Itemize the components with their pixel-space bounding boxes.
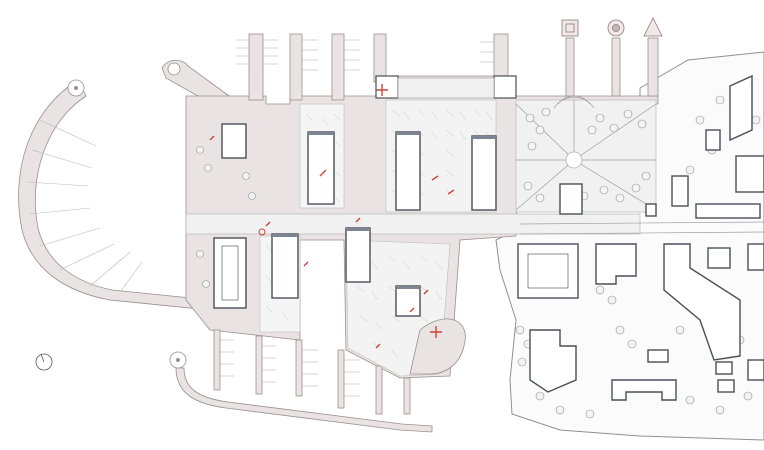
northern-finger-piers [248, 33, 659, 101]
curved-breakwater-berths [27, 119, 143, 293]
triangle-symbol [643, 17, 663, 37]
legend-symbols [561, 17, 663, 37]
city-street-line-2 [519, 231, 764, 235]
southern-finger-piers [213, 329, 411, 415]
east-west-promenade [185, 213, 641, 235]
quay-buildings [213, 123, 583, 317]
square-symbol [561, 19, 579, 37]
circle-symbol [607, 19, 625, 37]
eastern-promontory [409, 318, 466, 375]
southern-breakwater-end-dot [176, 358, 180, 362]
diagonal-pier-end-marker [167, 62, 181, 76]
southern-berths [220, 339, 360, 397]
southern-breakwater [175, 367, 433, 433]
breakwater-end-dot [74, 86, 78, 90]
quay-gates [375, 75, 517, 99]
curved-breakwater [18, 79, 211, 311]
city-street-line [519, 221, 764, 225]
north-arrow-icon [35, 353, 53, 371]
finger-pier-berths [236, 39, 494, 71]
accent-markers [209, 84, 455, 349]
city-blocks [517, 74, 764, 401]
